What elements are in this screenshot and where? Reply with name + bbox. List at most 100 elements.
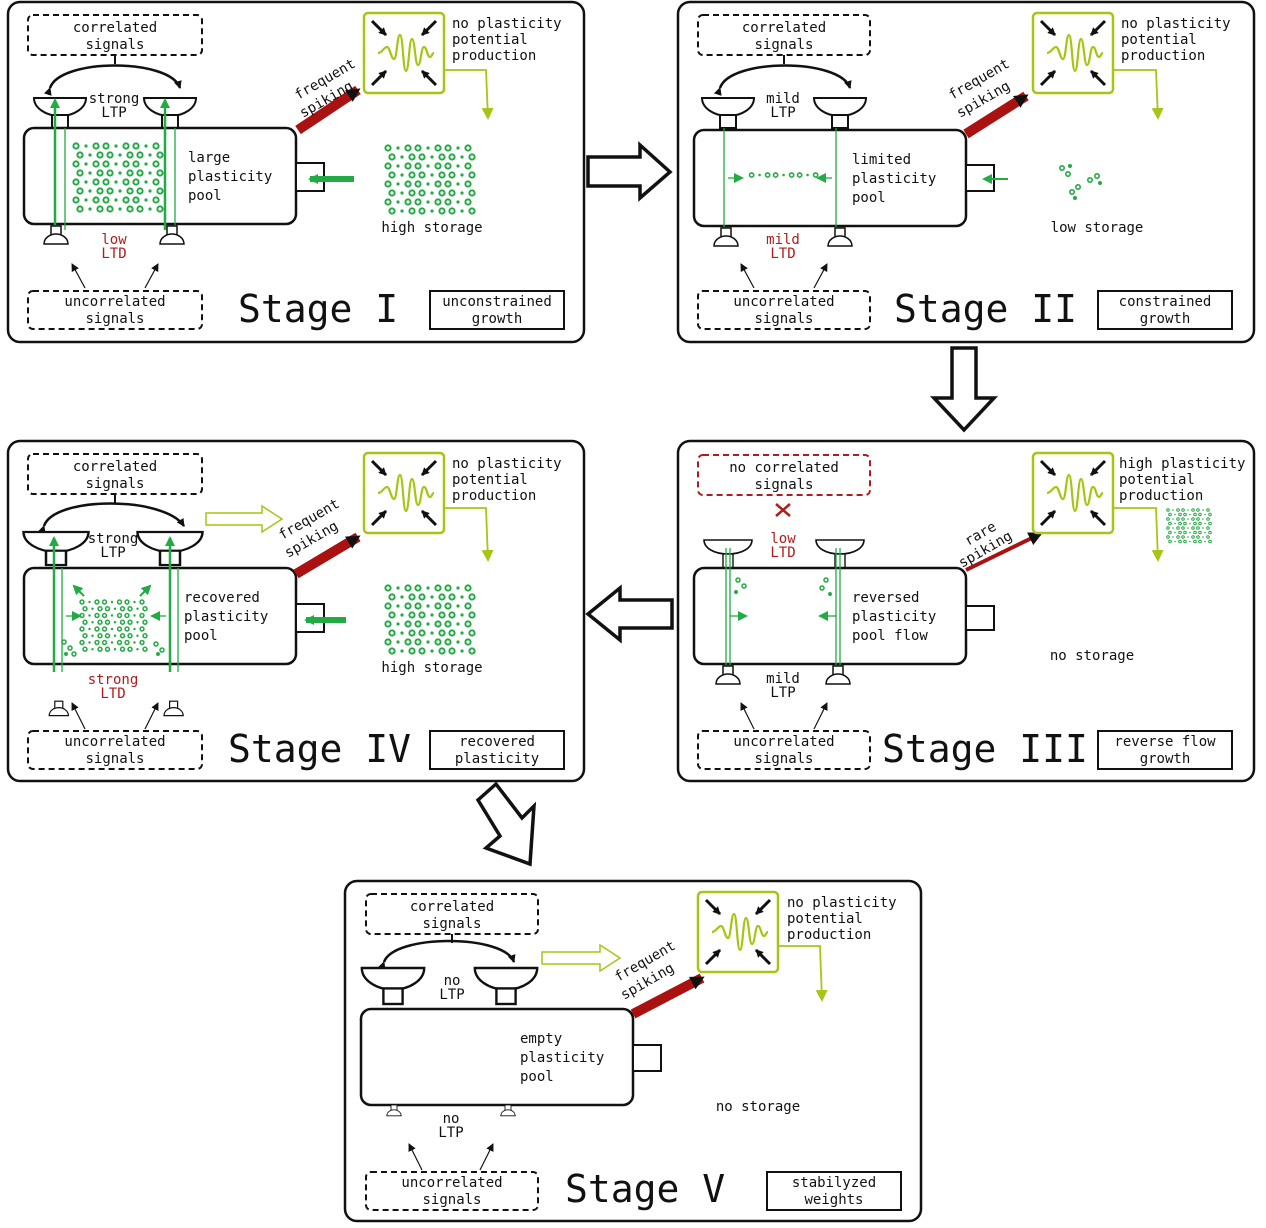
svg-text:LTP: LTP [100, 545, 125, 561]
svg-text:correlated: correlated [73, 459, 157, 475]
svg-text:LTP: LTP [770, 685, 795, 701]
svg-text:signals: signals [422, 1192, 481, 1208]
stage-title: Stage IV [228, 727, 411, 771]
svg-text:potential: potential [787, 911, 863, 927]
svg-text:plasticity: plasticity [852, 171, 936, 187]
svg-text:uncorrelated: uncorrelated [733, 734, 834, 750]
svg-text:signals: signals [754, 37, 813, 53]
svg-text:no storage: no storage [1050, 648, 1134, 664]
svg-text:growth: growth [1140, 751, 1191, 767]
svg-text:signals: signals [85, 311, 144, 327]
svg-text:LTD: LTD [770, 545, 795, 561]
production-box [364, 13, 444, 93]
svg-text:correlated: correlated [73, 20, 157, 36]
stage-4-panel: correlated signals strong LTP recovered … [6, 439, 586, 783]
svg-text:no storage: no storage [716, 1099, 800, 1115]
svg-text:uncorrelated: uncorrelated [64, 734, 165, 750]
svg-text:production: production [452, 488, 536, 504]
svg-text:no plasticity: no plasticity [452, 16, 562, 32]
svg-text:no plasticity: no plasticity [787, 895, 897, 911]
svg-text:limited: limited [852, 152, 911, 168]
svg-text:strong: strong [88, 531, 139, 547]
svg-text:no correlated: no correlated [729, 460, 839, 476]
svg-text:unconstrained: unconstrained [442, 294, 552, 310]
svg-text:correlated: correlated [742, 20, 826, 36]
svg-text:high storage: high storage [381, 660, 482, 676]
svg-text:no plasticity: no plasticity [452, 456, 562, 472]
svg-text:LTP: LTP [101, 105, 126, 121]
svg-text:constrained: constrained [1119, 294, 1212, 310]
svg-text:LTP: LTP [438, 1125, 463, 1141]
svg-text:signals: signals [754, 751, 813, 767]
svg-text:plasticity: plasticity [184, 609, 268, 625]
flow-arrow-1-2 [586, 141, 673, 202]
stage-title: Stage V [565, 1167, 725, 1211]
svg-text:production: production [452, 48, 536, 64]
svg-text:LTP: LTP [439, 987, 464, 1003]
svg-text:empty: empty [520, 1031, 562, 1047]
stage-2-panel: correlated signals mild LTP limited plas… [676, 0, 1256, 344]
svg-text:mild: mild [766, 671, 800, 687]
svg-text:strong: strong [89, 91, 140, 107]
svg-text:recovered: recovered [184, 590, 260, 606]
svg-text:pool: pool [520, 1069, 554, 1085]
svg-text:pool: pool [188, 188, 222, 204]
svg-text:production: production [787, 927, 871, 943]
stage-title: Stage II [894, 287, 1077, 331]
svg-text:potential: potential [1121, 32, 1197, 48]
svg-text:LTD: LTD [770, 246, 795, 262]
svg-text:signals: signals [85, 751, 144, 767]
stage-5-panel: correlated signals no LTP empty plastici… [343, 879, 923, 1223]
svg-text:plasticity: plasticity [455, 751, 539, 767]
svg-text:signals: signals [422, 916, 481, 932]
flow-arrow-3-4 [585, 584, 674, 644]
svg-text:mild: mild [766, 232, 800, 248]
svg-text:pool flow: pool flow [852, 628, 928, 644]
svg-text:LTD: LTD [101, 246, 126, 262]
svg-text:signals: signals [85, 37, 144, 53]
svg-text:uncorrelated: uncorrelated [401, 1175, 502, 1191]
svg-text:high storage: high storage [381, 220, 482, 236]
svg-text:signals: signals [754, 311, 813, 327]
svg-text:no: no [443, 1111, 460, 1127]
uncorrelated-signals-box [27, 290, 203, 330]
svg-text:strong: strong [88, 672, 139, 688]
svg-text:low: low [101, 232, 127, 248]
spiking-arrow [295, 85, 361, 135]
svg-text:weights: weights [804, 1192, 863, 1208]
svg-text:reversed: reversed [852, 590, 919, 606]
svg-text:pool: pool [852, 190, 886, 206]
stage-3-panel: no correlated signals low LTD reversed p… [676, 439, 1256, 783]
svg-text:signals: signals [85, 476, 144, 492]
stage-1-panel: correlated signals strong LTP large plas… [6, 0, 586, 344]
svg-text:pool: pool [184, 628, 218, 644]
svg-text:growth: growth [1140, 311, 1191, 327]
svg-text:potential: potential [452, 472, 528, 488]
svg-text:uncorrelated: uncorrelated [64, 294, 165, 310]
stage-title: Stage III [882, 727, 1088, 771]
svg-text:production: production [1121, 48, 1205, 64]
svg-text:correlated: correlated [410, 899, 494, 915]
flow-arrow-4-5 [475, 781, 537, 867]
svg-text:low storage: low storage [1051, 220, 1144, 236]
svg-text:potential: potential [452, 32, 528, 48]
svg-text:production: production [1119, 488, 1203, 504]
svg-text:stabilyzed: stabilyzed [792, 1175, 876, 1191]
svg-text:plasticity: plasticity [188, 169, 272, 185]
svg-text:potential: potential [1119, 472, 1195, 488]
svg-text:plasticity: plasticity [852, 609, 936, 625]
svg-text:LTD: LTD [100, 686, 125, 702]
svg-text:mild: mild [766, 91, 800, 107]
synapse-left [703, 539, 753, 569]
svg-text:large: large [188, 150, 230, 166]
stage-tag [429, 290, 565, 330]
flow-arrow-2-3 [929, 346, 999, 433]
svg-text:no: no [444, 973, 461, 989]
svg-text:signals: signals [754, 477, 813, 493]
svg-text:high plasticity: high plasticity [1119, 456, 1245, 472]
svg-text:uncorrelated: uncorrelated [733, 294, 834, 310]
svg-text:plasticity: plasticity [520, 1050, 604, 1066]
svg-text:reverse flow: reverse flow [1114, 734, 1216, 750]
svg-text:growth: growth [472, 311, 523, 327]
